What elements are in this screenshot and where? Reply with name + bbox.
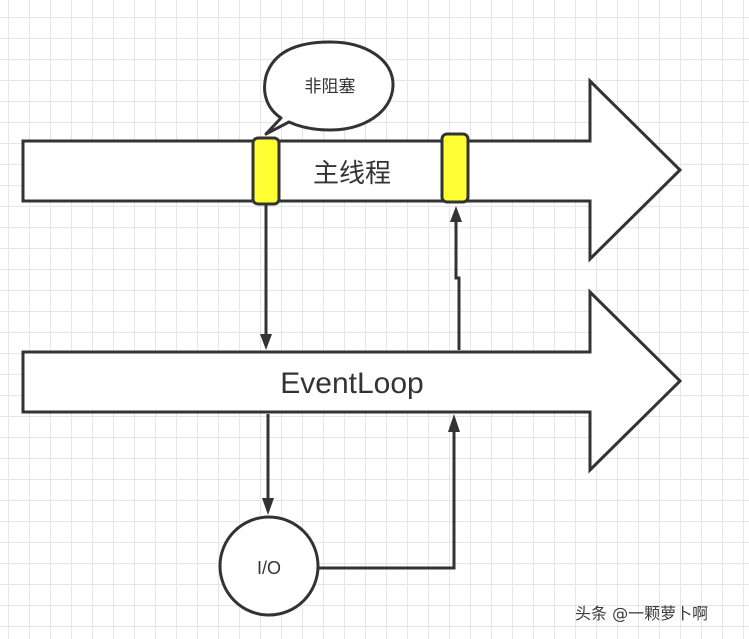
arrowhead-down-eventloop (260, 334, 272, 350)
arrowhead-up-main (450, 206, 462, 222)
main-thread-marker-left[interactable] (251, 136, 281, 206)
io-node[interactable] (218, 515, 320, 617)
connector-eventloop-to-main (454, 218, 461, 350)
event-loop-label: EventLoop (280, 367, 423, 400)
watermark-text: 头条 @一颗萝卜啊 (575, 604, 708, 623)
non-blocking-bubble[interactable] (263, 40, 395, 136)
arrowhead-down-io (262, 498, 274, 515)
event-loop-arrow[interactable] (21, 288, 683, 474)
connector-io-to-eventloop (319, 428, 456, 570)
main-thread-arrow[interactable] (21, 77, 683, 263)
io-label: I/O (257, 558, 281, 578)
main-thread-label: 主线程 (313, 158, 391, 188)
main-thread-marker-right[interactable] (440, 132, 470, 204)
non-blocking-label: 非阻塞 (305, 77, 356, 96)
arrowhead-up-eventloop (448, 414, 460, 432)
